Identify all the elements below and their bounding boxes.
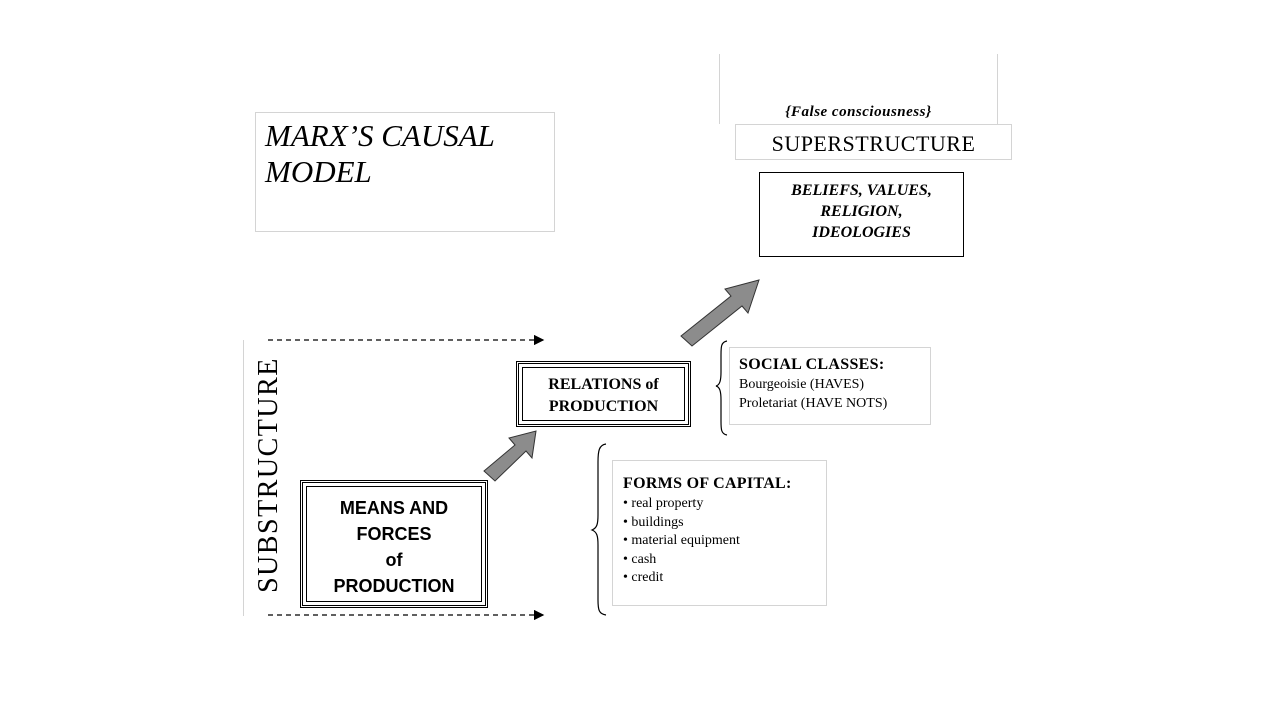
relations-line-1: RELATIONS of xyxy=(548,376,659,393)
diagram-title: MARX’S CAUSAL MODEL xyxy=(265,118,495,189)
capital-item: material equipment xyxy=(623,532,826,551)
superstructure-label: SUPERSTRUCTURE xyxy=(735,124,1012,160)
forms-of-capital-title: FORMS OF CAPITAL: xyxy=(623,475,792,492)
false-consciousness-label: {False consciousness} xyxy=(785,104,932,120)
beliefs-line-2: RELIGION, xyxy=(820,203,903,220)
means-line-4: PRODUCTION xyxy=(333,576,455,596)
substructure-label: SUBSTRUCTURE xyxy=(253,357,284,593)
false-consciousness-box: {False consciousness} xyxy=(719,54,998,124)
social-classes-box: SOCIAL CLASSES: Bourgeoisie (HAVES) Prol… xyxy=(729,347,931,425)
relations-of-production-box: RELATIONS of PRODUCTION xyxy=(516,361,691,427)
means-line-2: FORCES xyxy=(356,524,432,544)
title-box xyxy=(255,112,555,232)
beliefs-line-1: BELIEFS, VALUES, xyxy=(791,182,932,199)
forms-of-capital-box: FORMS OF CAPITAL: real property building… xyxy=(612,460,827,606)
social-class-item: Bourgeoisie (HAVES) xyxy=(739,377,865,392)
capital-item: buildings xyxy=(623,514,826,533)
forms-of-capital-brace xyxy=(590,443,607,616)
means-line-1: MEANS AND xyxy=(339,498,449,518)
means-inner-frame: MEANS AND FORCES of PRODUCTION xyxy=(306,486,482,602)
social-class-item: Proletariat (HAVE NOTS) xyxy=(739,396,888,411)
big-arrow-to-superstructure xyxy=(680,279,760,347)
small-arrow-to-relations xyxy=(483,430,537,482)
substructure-frame xyxy=(243,340,283,616)
capital-item: credit xyxy=(623,569,826,588)
beliefs-box: BELIEFS, VALUES, RELIGION, IDEOLOGIES xyxy=(759,172,964,257)
beliefs-line-3: IDEOLOGIES xyxy=(812,224,911,241)
means-line-3: of xyxy=(385,550,403,570)
capital-item: cash xyxy=(623,551,826,570)
social-classes-brace xyxy=(715,340,728,436)
relations-line-2: PRODUCTION xyxy=(548,398,659,415)
relations-inner-frame: RELATIONS of PRODUCTION xyxy=(522,367,685,421)
capital-item: real property xyxy=(623,495,826,514)
means-and-forces-box: MEANS AND FORCES of PRODUCTION xyxy=(300,480,488,608)
social-classes-title: SOCIAL CLASSES: xyxy=(739,356,885,373)
